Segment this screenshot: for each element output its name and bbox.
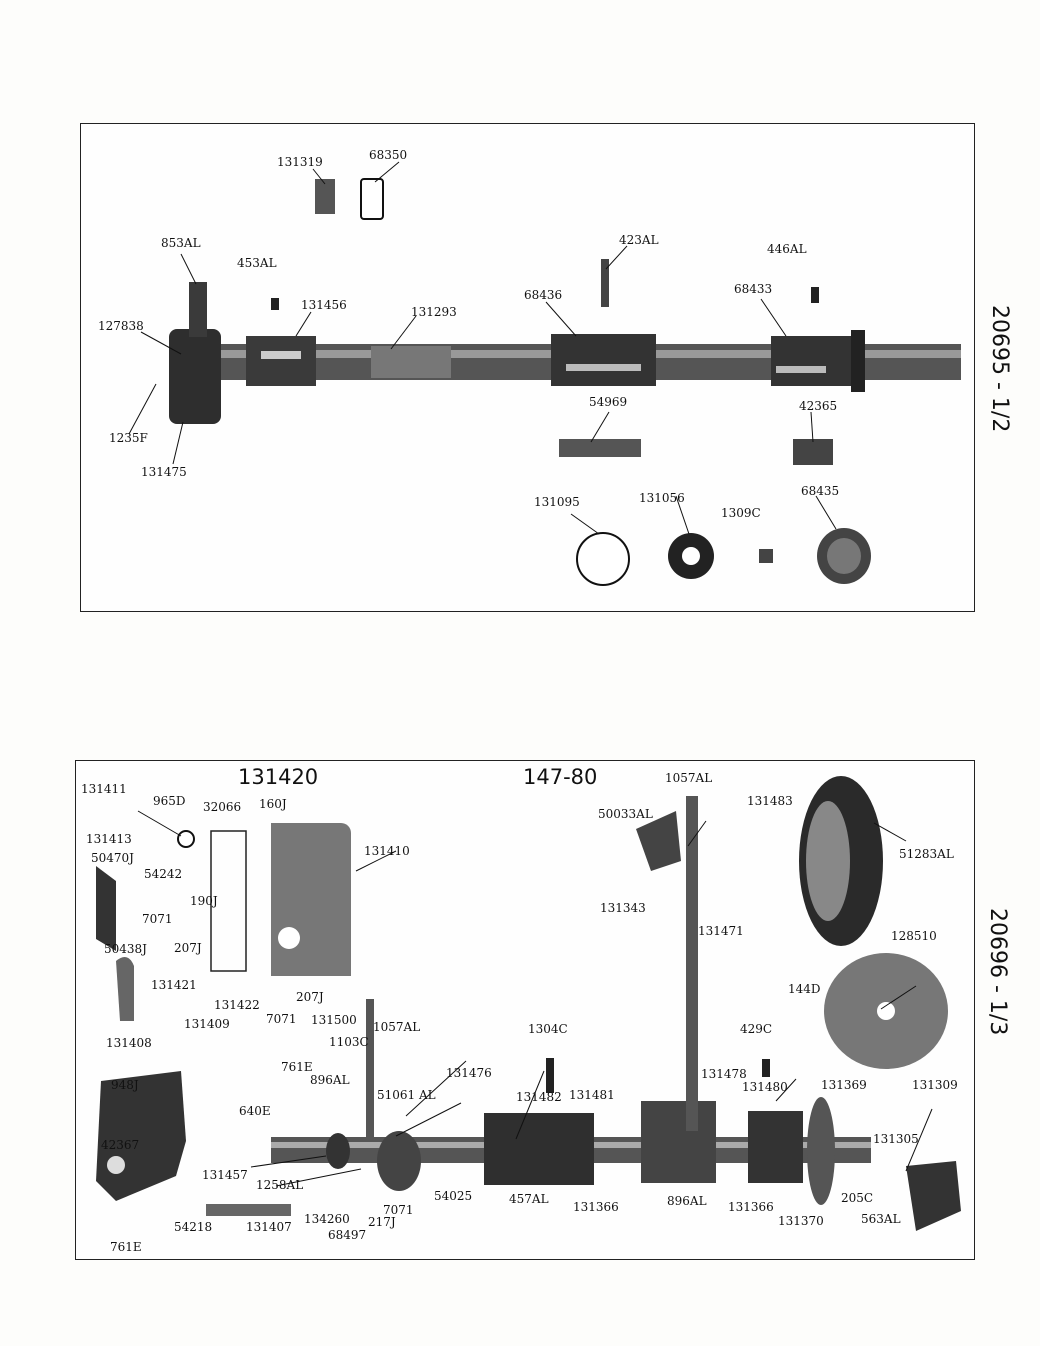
part-label: 131500 xyxy=(311,1013,357,1027)
part-label: 1103C xyxy=(329,1035,369,1049)
plate-title-part: 131420 xyxy=(238,765,319,789)
part-label: 68436 xyxy=(524,288,563,302)
part-label: 131408 xyxy=(106,1036,152,1050)
part-label: 131319 xyxy=(277,155,323,169)
part-label: 131407 xyxy=(246,1220,292,1234)
part-label: 42365 xyxy=(799,399,838,413)
part-label: 54218 xyxy=(174,1220,213,1234)
part-label: 1304C xyxy=(528,1022,568,1036)
part-label: 131482 xyxy=(516,1090,562,1104)
part-label: 131343 xyxy=(600,901,646,915)
part-label: 1057AL xyxy=(373,1020,421,1034)
part-label: 131369 xyxy=(821,1078,867,1092)
part-label: 51283AL xyxy=(899,847,954,861)
part-label: 761E xyxy=(281,1060,313,1074)
part-label: 131478 xyxy=(701,1067,747,1081)
bottom-parts-plate: 131420 147-80 131411 965D 32066 160J 131… xyxy=(75,760,975,1260)
top-plate-caption: 20695 - 1/2 xyxy=(987,305,1012,433)
part-label: 131457 xyxy=(202,1168,248,1182)
part-label: 131410 xyxy=(364,844,410,858)
part-label: 131366 xyxy=(573,1200,619,1214)
part-label: 948J xyxy=(111,1078,139,1092)
part-label: 42367 xyxy=(101,1138,140,1152)
part-label: 51061 AL xyxy=(377,1088,436,1102)
part-label: 207J xyxy=(174,941,202,955)
part-label: 131095 xyxy=(534,495,580,509)
part-label: 128510 xyxy=(891,929,937,943)
part-label: 131483 xyxy=(747,794,793,808)
plate-title-model: 147-80 xyxy=(523,765,598,789)
part-label: 131480 xyxy=(742,1080,788,1094)
part-label: 50033AL xyxy=(598,807,653,821)
part-label: 131293 xyxy=(411,305,457,319)
part-label: 54969 xyxy=(589,395,628,409)
part-label: 134260 xyxy=(304,1212,350,1226)
part-label: 1057AL xyxy=(665,771,713,785)
part-label: 761E xyxy=(110,1240,142,1254)
part-label: 50438J xyxy=(104,942,147,956)
part-label: 54242 xyxy=(144,867,183,881)
part-label: 7071 xyxy=(266,1012,297,1026)
part-label: 205C xyxy=(841,1191,874,1205)
part-label: 446AL xyxy=(767,242,807,256)
part-label: 131411 xyxy=(81,782,127,796)
part-label: 131056 xyxy=(639,491,685,505)
part-label: 131422 xyxy=(214,998,260,1012)
part-label: 640E xyxy=(239,1104,271,1118)
part-label: 144D xyxy=(788,982,821,996)
part-label: 1235F xyxy=(109,431,148,445)
part-label: 1309C xyxy=(721,506,761,520)
part-label: 131471 xyxy=(698,924,744,938)
part-label: 50470J xyxy=(91,851,134,865)
part-label: 68497 xyxy=(328,1228,367,1242)
part-label: 160J xyxy=(259,797,287,811)
shaft-assembly-drawing xyxy=(128,161,961,586)
part-label: 131409 xyxy=(184,1017,230,1031)
part-label: 853AL xyxy=(161,236,201,250)
part-label: 7071 xyxy=(383,1203,414,1217)
part-label: 131476 xyxy=(446,1066,492,1080)
drive-assembly-drawing xyxy=(96,776,961,1231)
part-label: 68433 xyxy=(734,282,773,296)
part-label: 190J xyxy=(190,894,218,908)
part-label: 32066 xyxy=(203,800,242,814)
part-label: 131413 xyxy=(86,832,132,846)
part-label: 131481 xyxy=(569,1088,615,1102)
part-label: 131370 xyxy=(778,1214,824,1228)
part-label: 127838 xyxy=(98,319,144,333)
part-label: 131366 xyxy=(728,1200,774,1214)
part-label: 68350 xyxy=(369,148,408,162)
part-label: 429C xyxy=(740,1022,773,1036)
part-label: 217J xyxy=(368,1215,396,1229)
part-label: 896AL xyxy=(667,1194,707,1208)
part-label: 68435 xyxy=(801,484,840,498)
part-label: 131421 xyxy=(151,978,197,992)
part-label: 131456 xyxy=(301,298,347,312)
part-label: 896AL xyxy=(310,1073,350,1087)
part-label: 207J xyxy=(296,990,324,1004)
part-label: 54025 xyxy=(434,1189,473,1203)
part-label: 965D xyxy=(153,794,186,808)
part-label: 131309 xyxy=(912,1078,958,1092)
part-label: 453AL xyxy=(237,256,277,270)
bottom-plate-caption: 20696 - 1/3 xyxy=(985,908,1010,1036)
top-parts-plate: 131319 68350 853AL 453AL 131456 131293 4… xyxy=(80,123,975,612)
part-label: 457AL xyxy=(509,1192,549,1206)
part-label: 423AL xyxy=(619,233,659,247)
part-label: 131305 xyxy=(873,1132,919,1146)
part-label: 1258AL xyxy=(256,1178,304,1192)
part-label: 7071 xyxy=(142,912,173,926)
part-label: 131475 xyxy=(141,465,187,479)
part-label: 563AL xyxy=(861,1212,901,1226)
